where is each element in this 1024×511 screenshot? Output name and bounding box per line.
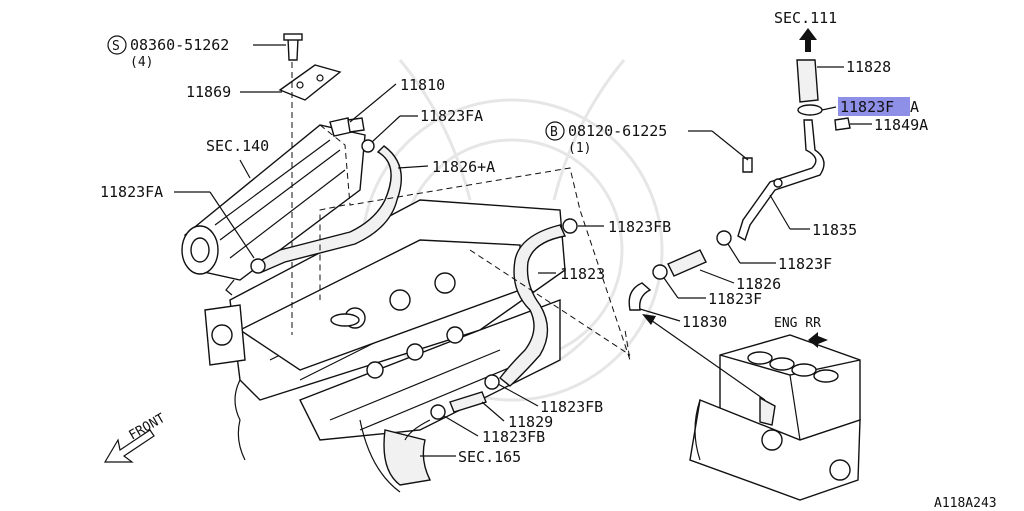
label-11828: 11828 xyxy=(846,58,891,76)
label-eng-rr: ENG RR xyxy=(774,316,821,331)
s-marker-text: S xyxy=(112,39,120,54)
label-11810: 11810 xyxy=(400,76,445,94)
label-11826A: 11826+A xyxy=(432,158,495,176)
label-11823FB-low: 11823FB xyxy=(540,398,603,416)
label-sec140: SEC.140 xyxy=(206,137,269,155)
label-reference-code: A118A243 xyxy=(934,496,997,511)
label-11823FA-top: 11823FA xyxy=(420,107,483,125)
s-marker-icon xyxy=(107,35,127,55)
front-arrow-icon xyxy=(103,429,155,463)
connector-11830 xyxy=(628,282,652,311)
engine-block-mini xyxy=(689,334,861,501)
b-marker-text: B xyxy=(550,125,558,140)
label-11830: 11830 xyxy=(682,313,727,331)
eng-rear-arrow-icon xyxy=(808,332,828,348)
label-bolt-qty: (4) xyxy=(130,55,153,70)
leader-lines xyxy=(174,44,872,457)
pipe-11829 xyxy=(449,391,487,413)
hose-11826 xyxy=(667,249,707,277)
part-labels: S 08360-51262 (4) 11869 11810 11823FA SE… xyxy=(100,9,997,511)
hose-11828 xyxy=(796,59,819,103)
label-front: FRONT xyxy=(127,411,169,444)
label-sec111: SEC.111 xyxy=(774,9,837,27)
label-11829: 11829 xyxy=(508,413,553,431)
bracket-11869 xyxy=(278,33,342,101)
pointer-arrowhead-icon xyxy=(642,314,656,325)
engine-cylinder-head xyxy=(181,124,566,493)
arrow-up-icon xyxy=(799,28,817,52)
label-11823FA-left: 11823FA xyxy=(100,183,163,201)
label-11823F-b: 11823F xyxy=(708,290,762,308)
highlight-11823FA-right xyxy=(838,97,910,116)
label-bolt-08360: 08360-51262 xyxy=(130,36,229,54)
label-11869: 11869 xyxy=(186,83,231,101)
label-11823: 11823 xyxy=(560,265,605,283)
clamp-11823FA-right xyxy=(797,104,823,116)
pcv-valve-11810 xyxy=(329,117,375,153)
label-11823FB-bot: 11823FB xyxy=(482,428,545,446)
label-11835: 11835 xyxy=(812,221,857,239)
label-11826: 11826 xyxy=(736,275,781,293)
label-bolt-08120: 08120-61225 xyxy=(568,122,667,140)
label-11849A: 11849A xyxy=(874,116,928,134)
label-boltB-qty: (1) xyxy=(568,141,591,156)
hose-11826A xyxy=(257,145,403,273)
label-11823FA-right-suffix: A xyxy=(910,98,919,116)
label-sec165: SEC.165 xyxy=(458,448,521,466)
label-11823FB-mid: 11823FB xyxy=(608,218,671,236)
label-11823FA-right: 11823F xyxy=(840,98,894,116)
label-11823F-a: 11823F xyxy=(778,255,832,273)
b-marker-icon xyxy=(545,121,565,141)
